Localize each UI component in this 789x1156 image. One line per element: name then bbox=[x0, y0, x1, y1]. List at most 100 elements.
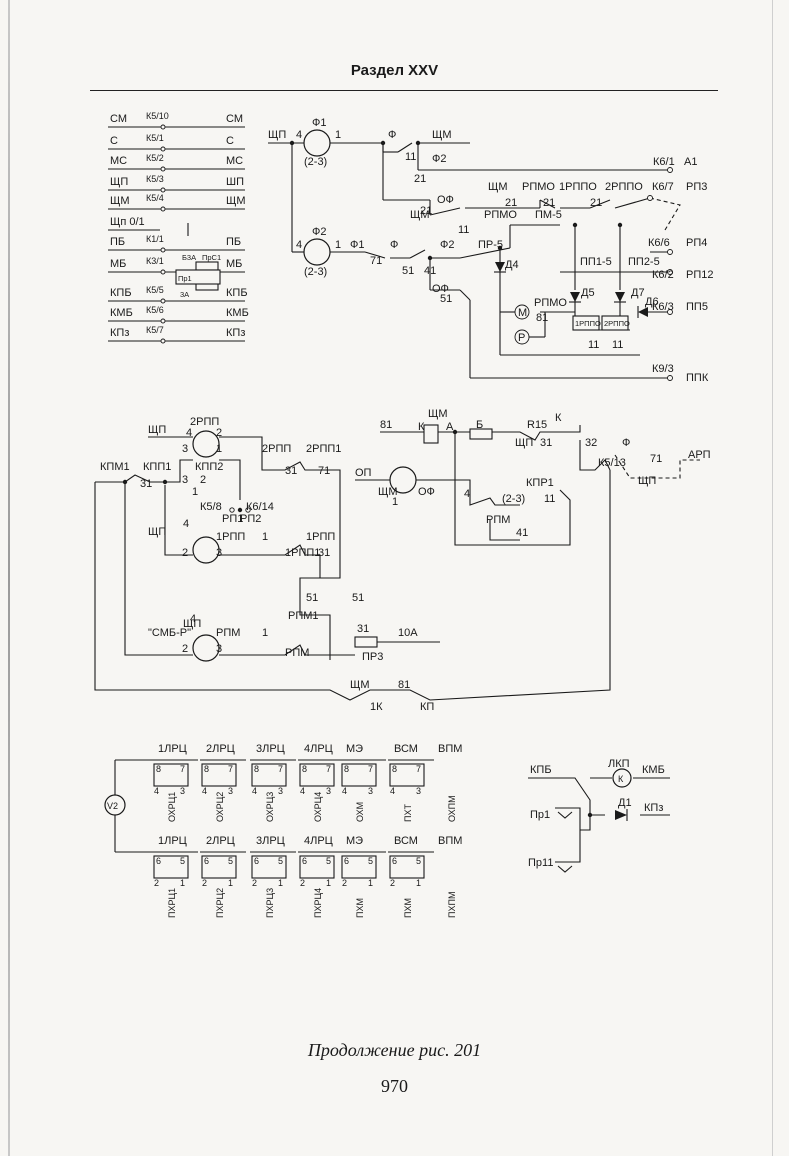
contact-num: 6 bbox=[302, 856, 307, 866]
bottom-right-label: Д1 bbox=[618, 797, 632, 809]
top-right-label: К6/2 bbox=[652, 269, 674, 281]
middle-label: К6/14 bbox=[246, 501, 274, 513]
ladder-bottom-label: 4ЛРЦ bbox=[304, 835, 333, 847]
top-right-label: РПМО bbox=[534, 297, 567, 309]
middle-label: РПМ bbox=[285, 647, 309, 659]
bus-label-mid: К5/5 bbox=[146, 285, 164, 295]
ladder-bottom-label: 1ЛРЦ bbox=[158, 835, 187, 847]
top-right-label: 2РППО bbox=[604, 319, 630, 328]
middle-label: Б bbox=[476, 419, 483, 431]
contact-num: 7 bbox=[228, 764, 233, 774]
ladder-bottom-rotated: ПХРЦ3 bbox=[265, 888, 275, 918]
top-right-label: 51 bbox=[402, 265, 414, 277]
bottom-right-label: К bbox=[618, 774, 624, 784]
bottom-right-label: КПз bbox=[644, 802, 663, 814]
source-v2-label: V2 bbox=[107, 801, 118, 811]
middle-label: 31 bbox=[318, 547, 330, 559]
section-title: Раздел XXV bbox=[350, 62, 439, 79]
middle-label: 11 bbox=[0, 0, 11, 3]
top-right-label: 1 bbox=[335, 239, 341, 251]
middle-label: 2РПП bbox=[190, 416, 219, 428]
middle-label: КП bbox=[420, 701, 434, 713]
ladder-top-label: 3ЛРЦ bbox=[256, 743, 285, 755]
bottom-right-label: ЛКП bbox=[608, 758, 630, 770]
middle-label: КПМ1 bbox=[0, 0, 30, 3]
bus-label-right: С bbox=[226, 135, 234, 147]
ladder-top-rotated: ОХПМ bbox=[447, 795, 457, 822]
ladder-bottom-rotated: ПХПМ bbox=[447, 892, 457, 918]
top-right-label: Д6 bbox=[645, 296, 659, 308]
top-right-label: 11 bbox=[588, 339, 599, 351]
bus-label-mid: К5/10 bbox=[146, 111, 169, 121]
middle-label: ЩП bbox=[638, 475, 656, 487]
top-right-label: РП4 bbox=[686, 237, 707, 249]
page-left-edge bbox=[8, 0, 10, 1156]
middle-label: ЩП bbox=[183, 618, 201, 630]
middle-label: 32 bbox=[585, 437, 597, 449]
top-right-label: ПП1-5 bbox=[580, 256, 612, 268]
figure-caption: Продолжение рис. 201 bbox=[307, 1040, 482, 1060]
ladder-bottom-rotated: ПХРЦ1 bbox=[167, 888, 177, 918]
middle-label: А bbox=[446, 421, 454, 433]
ladder-top-rotated: ОХРЦ4 bbox=[313, 792, 323, 822]
contact-num: 2 bbox=[252, 878, 257, 888]
top-right-label: К9/3 bbox=[652, 363, 674, 375]
top-right-label: 1РППО bbox=[575, 319, 601, 328]
middle-label: 1РПП bbox=[306, 531, 335, 543]
ladder-top-rotated: ОХРЦ2 bbox=[215, 792, 225, 822]
contact-num: 3 bbox=[180, 786, 185, 796]
contact-num: 4 bbox=[154, 786, 159, 796]
contact-num: 6 bbox=[344, 856, 349, 866]
middle-label: РПМ bbox=[216, 627, 240, 639]
top-right-label: К6/7 bbox=[652, 181, 674, 193]
coil-2rpp bbox=[192, 430, 220, 458]
middle-label: ЩП bbox=[515, 437, 533, 449]
middle-label: КПМ1 bbox=[100, 461, 130, 473]
contact-num: 3 bbox=[278, 786, 283, 796]
middle-label: 2 bbox=[182, 643, 188, 655]
top-right-label: 21 bbox=[505, 197, 517, 209]
ladder-top-rotated: ОХРЦ3 bbox=[265, 792, 275, 822]
bus-label-left: МБ bbox=[110, 258, 126, 270]
middle-label: КПП2 bbox=[195, 461, 223, 473]
header-rule bbox=[90, 90, 718, 91]
middle-label: 81 bbox=[398, 679, 410, 691]
bus-label-right: ШП bbox=[226, 176, 244, 188]
top-right-label: РП3 bbox=[686, 181, 707, 193]
page-number: 970 bbox=[381, 1076, 408, 1096]
top-right-label: К6/1 bbox=[653, 156, 675, 168]
middle-label: R15 bbox=[527, 419, 547, 431]
fuse-pr3 bbox=[354, 636, 378, 648]
bus-label-right: ЩМ bbox=[226, 195, 245, 207]
top-right-label: 11 bbox=[458, 224, 469, 236]
contact-num: 7 bbox=[368, 764, 373, 774]
coil-lkp bbox=[612, 768, 632, 788]
contact-num: 2 bbox=[300, 878, 305, 888]
contact-num: 2 bbox=[202, 878, 207, 888]
ladder-top-label: ВПМ bbox=[438, 743, 462, 755]
middle-label: ПР3 bbox=[362, 651, 383, 663]
contact-num: 8 bbox=[156, 764, 161, 774]
contact-num: 6 bbox=[156, 856, 161, 866]
coil-1rpp bbox=[192, 536, 220, 564]
middle-label: 81 bbox=[380, 419, 392, 431]
resistor-r15 bbox=[469, 428, 493, 440]
contact-num: 1 bbox=[278, 878, 283, 888]
ladder-bottom-label: 3ЛРЦ bbox=[256, 835, 285, 847]
top-right-label: 2РППО bbox=[605, 181, 643, 193]
bus-label-mid: К5/6 bbox=[146, 305, 164, 315]
ladder-bottom-label: МЭ bbox=[346, 835, 363, 847]
middle-label: 51 bbox=[306, 592, 318, 604]
bus-label-mid: К1/1 bbox=[146, 234, 164, 244]
top-right-label: Ф bbox=[390, 239, 398, 251]
top-right-label: 1РППО bbox=[559, 181, 597, 193]
contact-num: 8 bbox=[302, 764, 307, 774]
contact-num: 3 bbox=[326, 786, 331, 796]
top-right-label: 4 bbox=[296, 129, 302, 141]
top-right-label: РПМО bbox=[484, 209, 517, 221]
contact-num: 3 bbox=[416, 786, 421, 796]
bus-label-left: КМБ bbox=[110, 307, 133, 319]
middle-label: 10А bbox=[398, 627, 418, 639]
